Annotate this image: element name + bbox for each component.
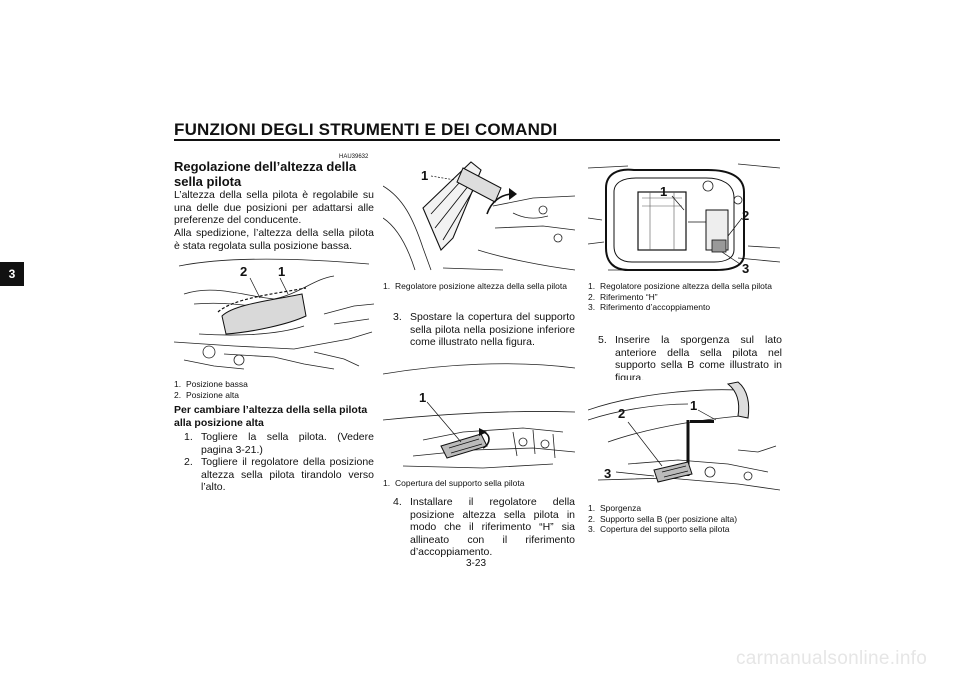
caption-text: Riferimento “H” [600,291,658,302]
figure-height-reference-marks: 1 2 3 [588,158,780,276]
caption-number: 1. [588,281,596,291]
caption-number: 3. [588,524,596,534]
figure-seat-height-adjuster: 1 [383,158,575,276]
caption-text: Supporto sella B (per posizione alta) [600,513,738,524]
figure-seat-bracket-b: 1 2 3 [588,380,780,498]
step-text: Spostare la copertura del supporto sella… [410,311,575,348]
fig4-callout-2: 2 [742,208,749,223]
fig4-caption: 1. Regolatore posizione altezza della sel… [588,281,782,313]
fig5-caption: 1. Sporgenza 2. Supporto sella B (per posi… [588,503,782,535]
step-text: Togliere il regolatore della posizione a… [201,456,374,493]
caption-text: Sporgenza [600,503,642,513]
fig1-caption: 1. Posizione bassa 2. Posizione alta [174,379,374,400]
step-4: 4. Installare il regolatore della posizio… [383,496,575,559]
section-title: Regolazione dell’altezza della sella pil… [174,159,357,189]
caption-text: Copertura del supporto sella pilota [395,478,525,488]
step-3: 3. Spostare la copertura del supporto sel… [383,311,575,349]
caption-number: 2. [588,513,596,524]
fig3-caption: 1. Copertura del supporto sella pilota [383,478,575,489]
step-text: Togliere la sella pilota. (Vedere pagina… [201,431,374,456]
figure-seat-support-cover: 1 [383,362,575,472]
fig2-callout-1: 1 [421,168,428,183]
caption-text: Riferimento d’accoppiamento [600,302,711,312]
caption-text: Regolatore posizione altezza della sella… [600,281,772,291]
section-code: HAU39632 [339,154,369,160]
caption-number: 1. [383,478,391,488]
caption-text: Copertura del supporto sella pilota [600,524,730,534]
caption-number: 2. [588,291,596,302]
steps-col1: 1. Togliere la sella pilota. (Vedere pagi… [174,431,374,494]
header-rule [174,139,780,141]
page-number: 3-23 [466,558,487,569]
caption-text: Regolatore posizione altezza della sella… [395,281,567,291]
fig3-callout-1: 1 [419,390,426,405]
step-4-block: 4. Installare il regolatore della posizio… [383,496,575,559]
step-1: 1. Togliere la sella pilota. (Vedere pagi… [174,431,374,456]
fig2-caption: 1. Regolatore posizione altezza della sel… [383,281,575,292]
fig5-callout-1: 1 [690,398,697,413]
footer-watermark: carmanualsonline.info [736,648,928,669]
chapter-tab: 3 [0,262,24,286]
intro-paragraph-1: L’altezza della sella pilota è regolabil… [174,189,374,226]
step-number: 3. [393,311,402,323]
fig1-callout-1: 1 [278,264,285,279]
fig1-callout-2: 2 [240,264,247,279]
caption-text: Posizione bassa [186,379,248,389]
caption-text: Posizione alta [186,389,239,400]
step-3-block: 3. Spostare la copertura del supporto sel… [383,311,575,349]
fig4-callout-1: 1 [660,184,667,199]
step-5-block: 5. Inserire la sporgenza sul lato anterio… [588,334,782,384]
caption-number: 1. [383,281,391,291]
caption-number: 1. [174,379,182,389]
caption-number: 2. [174,389,182,400]
caption-number: 1. [588,503,596,513]
figure-seat-positions: 2 1 [174,254,374,374]
step-text: Installare il regolatore della posizione… [410,496,575,558]
procedure-heading: Per cambiare l’altezza della sella pilot… [174,404,368,429]
caption-number: 3. [588,302,596,312]
fig4-callout-3: 3 [742,261,749,276]
step-number: 4. [393,496,402,508]
step-5: 5. Inserire la sporgenza sul lato anterio… [588,334,782,384]
fig5-callout-3: 3 [604,466,611,481]
fig5-callout-2: 2 [618,406,625,421]
step-number: 2. [184,456,193,468]
page-header-title: FUNZIONI DEGLI STRUMENTI E DEI COMANDI [174,120,558,139]
step-number: 5. [598,334,607,346]
step-text: Inserire la sporgenza sul lato anteriore… [615,334,782,384]
step-number: 1. [184,431,193,443]
intro-paragraph-2: Alla spedizione, l’altezza della sella p… [174,227,374,252]
step-2: 2. Togliere il regolatore della posizione… [174,456,374,494]
